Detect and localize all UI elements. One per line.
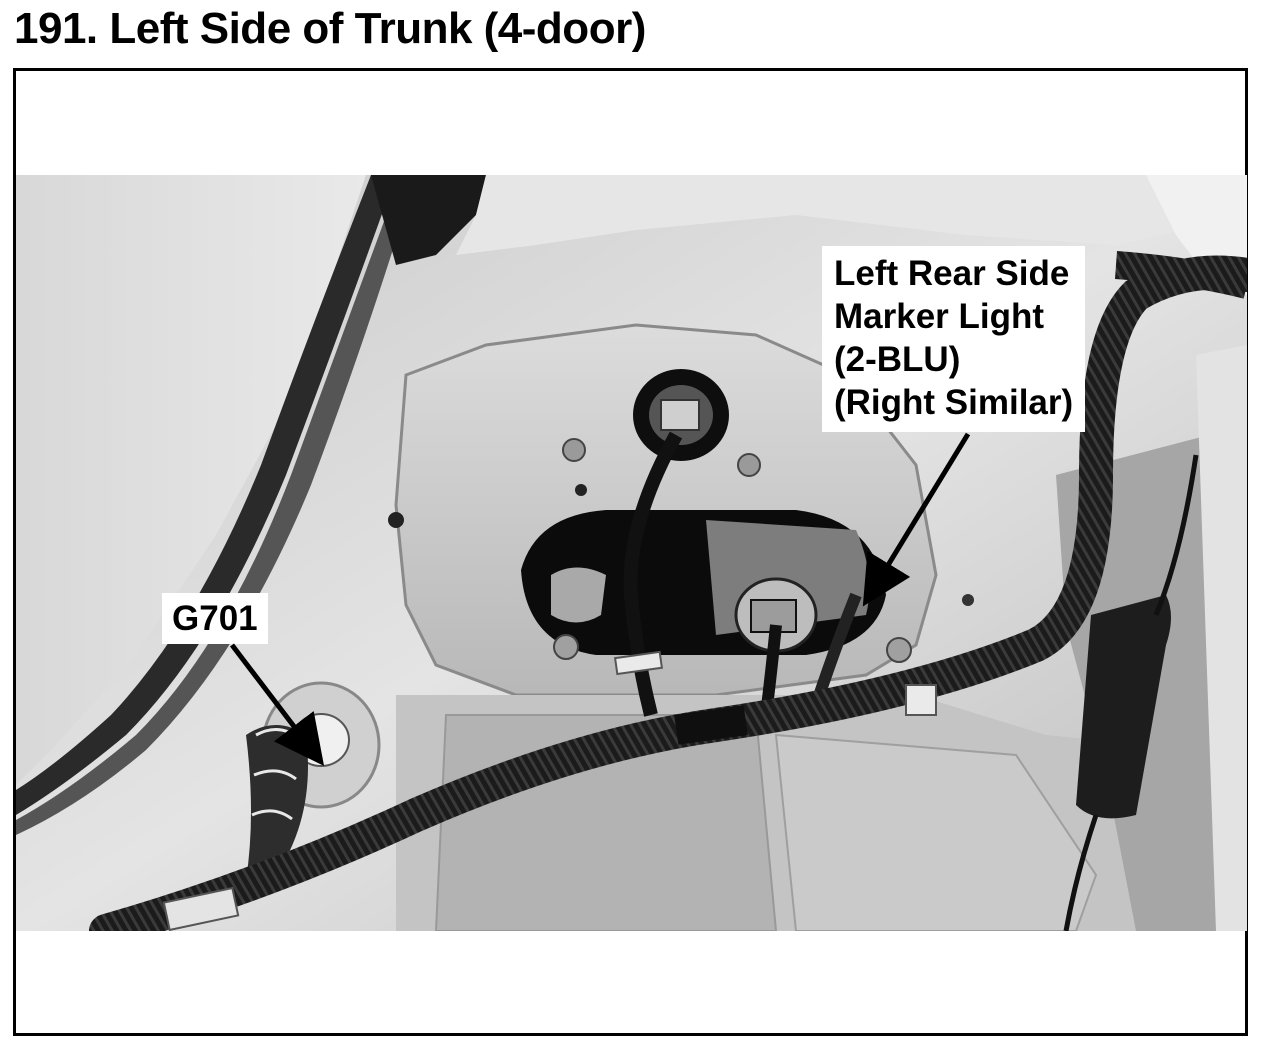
g701-callout: G701 bbox=[162, 593, 268, 644]
page-title: 191. Left Side of Trunk (4-door) bbox=[14, 4, 646, 53]
trunk-photo bbox=[16, 175, 1247, 931]
marker-light-callout: Left Rear Side Marker Light (2-BLU) (Rig… bbox=[822, 246, 1086, 432]
marker-light-line-1: Left Rear Side bbox=[834, 254, 1070, 293]
g701-label: G701 bbox=[172, 599, 258, 638]
marker-light-line-2: Marker Light bbox=[834, 297, 1045, 336]
marker-light-line-4: (Right Similar) bbox=[834, 383, 1074, 422]
marker-light-line-3: (2-BLU) bbox=[834, 340, 961, 379]
